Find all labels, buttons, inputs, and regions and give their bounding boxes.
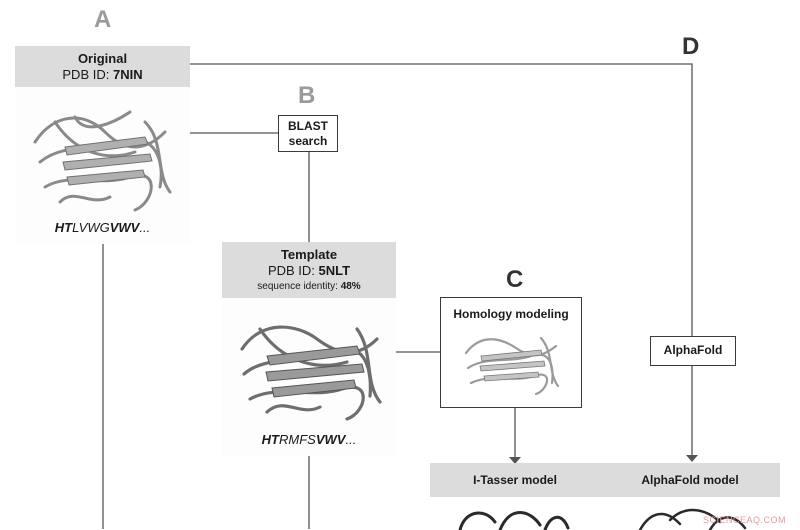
alphafold-model-header: AlphaFold model [600, 463, 780, 497]
itasser-model-header: I-Tasser model [430, 463, 600, 497]
template-card: Template PDB ID: 5NLT sequence identity:… [222, 242, 396, 456]
homology-modeling-box: Homology modeling [440, 297, 582, 408]
alphafold-box: AlphaFold [650, 336, 736, 366]
panel-letter-a: A [94, 6, 112, 33]
original-header: Original PDB ID: 7NIN [15, 46, 190, 87]
original-title: Original [77, 51, 128, 66]
template-header: Template PDB ID: 5NLT sequence identity:… [222, 242, 396, 298]
blast-line1: BLAST [288, 119, 328, 133]
original-card: Original PDB ID: 7NIN HTLVWGVWV... [15, 46, 190, 244]
blast-search-box: BLAST search [278, 115, 338, 152]
template-protein-structure [240, 325, 382, 421]
blast-line2: search [288, 134, 328, 148]
template-pdb: PDB ID: 5NLT [267, 263, 351, 278]
original-pdb: PDB ID: 7NIN [62, 67, 143, 82]
panel-letter-c: C [506, 266, 524, 293]
arrowhead-alphafold [686, 455, 698, 462]
panel-letter-d: D [682, 33, 700, 60]
original-sequence: HTLVWGVWV... [54, 220, 151, 235]
alphafold-label: AlphaFold [663, 343, 723, 357]
panel-letter-b: B [298, 82, 316, 109]
template-sequence: HTRMFSVWV... [261, 432, 357, 447]
line-original-to-alphafold [190, 63, 693, 455]
watermark: SCIENCEAQ.COM [702, 515, 786, 525]
template-identity: sequence identity: 48% [257, 281, 361, 292]
itasser-model-structure [458, 511, 570, 530]
original-protein-structure [33, 110, 172, 212]
arrowhead-itasser [509, 457, 521, 464]
template-title: Template [280, 247, 338, 262]
alphafold-model-structure [638, 508, 747, 530]
homology-protein-structure [464, 336, 560, 396]
homology-label: Homology modeling [453, 307, 569, 321]
